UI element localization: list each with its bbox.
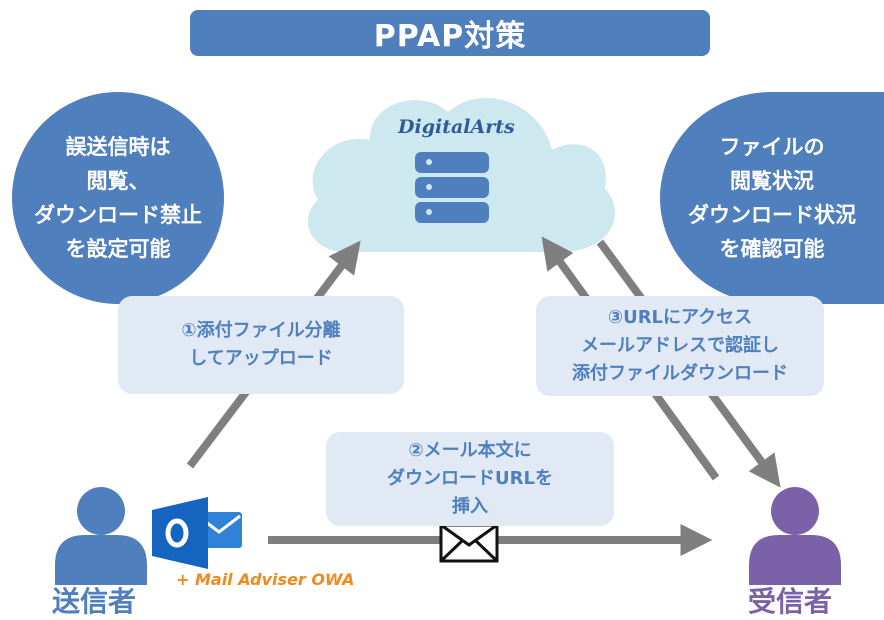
step-text: 添付ファイルダウンロード xyxy=(572,363,788,384)
brand-logo: DigitalArts xyxy=(398,116,515,138)
receiver-person-icon xyxy=(749,487,841,585)
step-upload-box: ①添付ファイル分離 してアップロード xyxy=(118,296,404,394)
envelope-icon xyxy=(439,523,499,563)
cloud-shape xyxy=(307,97,615,252)
step-text: してアップロード xyxy=(189,348,333,369)
step-text: ③URLにアクセス xyxy=(607,307,753,328)
feature-left-line: ダウンロード禁止 xyxy=(34,203,202,227)
sender-label: 送信者 xyxy=(52,585,137,618)
step-text: ②メール本文に xyxy=(408,440,532,461)
feature-circle-right: ファイルの 閲覧状況 ダウンロード状況 を確認可能 xyxy=(660,92,884,304)
title-banner: PPAP対策 xyxy=(190,10,710,56)
feature-circle-left: 誤送信時は 閲覧、 ダウンロード禁止 を設定可能 xyxy=(12,92,224,304)
feature-right-line: ファイルの xyxy=(719,135,825,159)
feature-right-line: 閲覧状況 xyxy=(730,169,814,193)
feature-left-line: 閲覧、 xyxy=(86,169,150,193)
step-download-box: ③URLにアクセス メールアドレスで認証し 添付ファイルダウンロード xyxy=(536,296,824,396)
feature-right-line: を確認可能 xyxy=(719,237,825,261)
step-text: ①添付ファイル分離 xyxy=(181,320,341,341)
addon-label: + Mail Adviser OWA xyxy=(176,570,355,589)
feature-left-line: を設定可能 xyxy=(65,237,171,261)
sender-person-icon xyxy=(55,487,147,585)
outlook-icon xyxy=(152,497,242,569)
feature-right-line: ダウンロード状況 xyxy=(688,203,856,227)
brand-name: DigitalArts xyxy=(398,116,515,138)
database-icon xyxy=(415,152,489,223)
step-text: ダウンロードURLを xyxy=(387,468,553,489)
receiver-label: 受信者 xyxy=(748,585,833,618)
step-insert-url-box: ②メール本文に ダウンロードURLを 挿入 xyxy=(326,432,614,526)
page-title: PPAP対策 xyxy=(373,19,527,54)
feature-left-line: 誤送信時は xyxy=(65,135,171,159)
step-text: メールアドレスで認証し xyxy=(581,335,779,356)
step-text: 挿入 xyxy=(452,496,488,517)
